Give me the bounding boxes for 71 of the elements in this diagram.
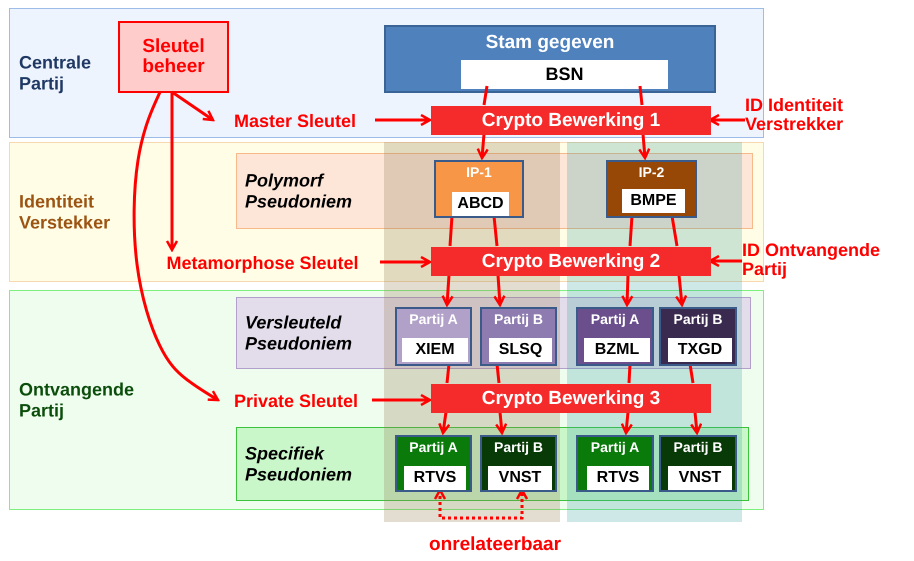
code-field: RTVS	[404, 466, 466, 490]
arrow	[690, 412, 702, 434]
group-title: Specifiek Pseudoniem	[245, 443, 354, 485]
code-field: RTVS	[587, 466, 649, 490]
group-panel	[236, 153, 753, 229]
card-header: IP-2	[638, 164, 666, 180]
key-label: Metamorphose Sleutel	[144, 251, 381, 275]
pseudonym-card	[434, 160, 524, 218]
pseudonym-card	[576, 307, 654, 366]
pseudonym-card	[480, 307, 557, 366]
arrow	[171, 90, 214, 122]
card-header: Partij B	[672, 311, 724, 328]
pseudonym-card	[576, 435, 654, 492]
arrow	[476, 134, 489, 160]
arrow	[620, 412, 634, 434]
group-title: Versleuteld Pseudoniem	[245, 312, 354, 354]
card-header: Partij B	[492, 439, 544, 456]
pseudonym-card	[395, 307, 472, 366]
code-field: VNST	[488, 466, 552, 490]
code-field: BZML	[584, 338, 650, 362]
swimlane-band	[9, 290, 764, 510]
code-field: BMPE	[622, 189, 685, 213]
group-panel	[236, 427, 749, 501]
process-box: Sleutel beheer	[118, 21, 229, 93]
card-header: Partij A	[408, 439, 459, 456]
code-field: TXGD	[668, 338, 732, 362]
arrow	[132, 91, 220, 402]
process-bar: Crypto Bewerking 2	[431, 247, 711, 276]
arrow	[441, 274, 454, 306]
arrow	[438, 412, 450, 434]
code-field: SLSQ	[489, 338, 552, 362]
annotation-label: onrelateerbaar	[428, 533, 562, 558]
arrow	[166, 92, 178, 252]
code-field: ABCD	[452, 192, 509, 216]
arrow	[708, 114, 745, 126]
process-bar: Crypto Bewerking 3	[431, 384, 711, 413]
card-header: Partij A	[590, 439, 640, 456]
key-label: Master Sleutel	[214, 109, 376, 133]
band-title: Identiteit Verstekker	[19, 191, 112, 233]
pseudonym-card	[659, 307, 737, 366]
card-header: Partij A	[590, 311, 640, 328]
card-header: Partij B	[672, 439, 724, 456]
arrow	[375, 114, 432, 126]
arrow	[638, 134, 650, 160]
card-header: IP-1	[465, 164, 493, 180]
pseudonym-card	[395, 435, 472, 492]
band-title: Centrale Partij	[19, 52, 92, 94]
arrow	[493, 274, 506, 306]
group-panel	[236, 297, 751, 369]
arrow	[372, 394, 432, 406]
arrow	[380, 256, 432, 268]
box-title: Stam gegeven	[484, 32, 616, 54]
process-bar: Crypto Bewerking 1	[431, 106, 711, 135]
arrow	[708, 254, 742, 268]
key-label: Private Sleutel	[219, 389, 373, 413]
pseudonym-card	[659, 435, 737, 492]
code-field: BSN	[461, 60, 668, 89]
code-field: XIEM	[402, 338, 468, 362]
pseudonym-card	[606, 160, 697, 218]
key-label: ID Identiteit Verstrekker	[745, 93, 905, 137]
data-box	[384, 25, 716, 93]
arrow	[674, 274, 688, 306]
arrow	[494, 412, 508, 434]
arrow	[621, 274, 634, 306]
band-title: Ontvangende Partij	[19, 379, 134, 421]
key-label: ID Ontvangende Partij	[742, 238, 914, 282]
card-header: Partij A	[408, 311, 459, 328]
pseudonym-card	[480, 435, 557, 492]
code-field: VNST	[668, 466, 732, 490]
card-header: Partij B	[492, 311, 544, 328]
group-title: Polymorf Pseudoniem	[245, 170, 354, 212]
